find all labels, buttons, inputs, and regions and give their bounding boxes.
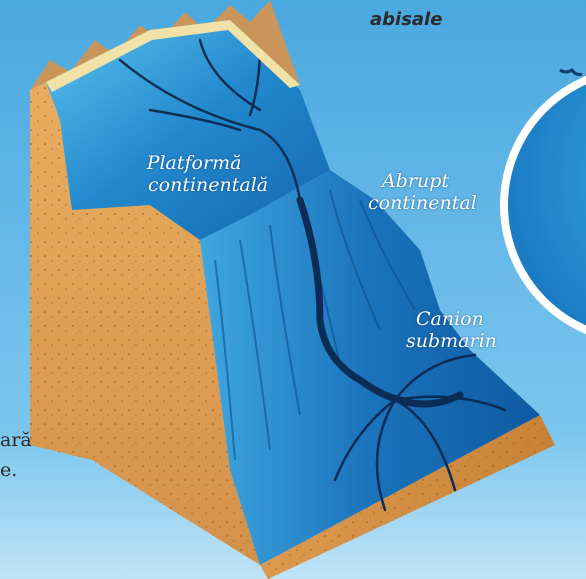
label-line: submarin (406, 330, 497, 352)
heading-abisale: abisale (370, 9, 442, 30)
label-canion-submarin: Canion submarin (406, 308, 497, 352)
label-line: Platformă (120, 152, 268, 174)
label-line: Canion (416, 308, 497, 330)
label-platforma-continentala: Platformă continentală (120, 152, 268, 196)
side-text-line: ară (0, 425, 32, 455)
label-line: continental (368, 192, 477, 214)
side-text-line: e. (0, 455, 32, 485)
label-line: continentală (148, 174, 268, 196)
label-line: Abrupt (382, 170, 477, 192)
side-text-fragment: ară e. (0, 425, 32, 485)
label-abrupt-continental: Abrupt continental (368, 170, 477, 214)
